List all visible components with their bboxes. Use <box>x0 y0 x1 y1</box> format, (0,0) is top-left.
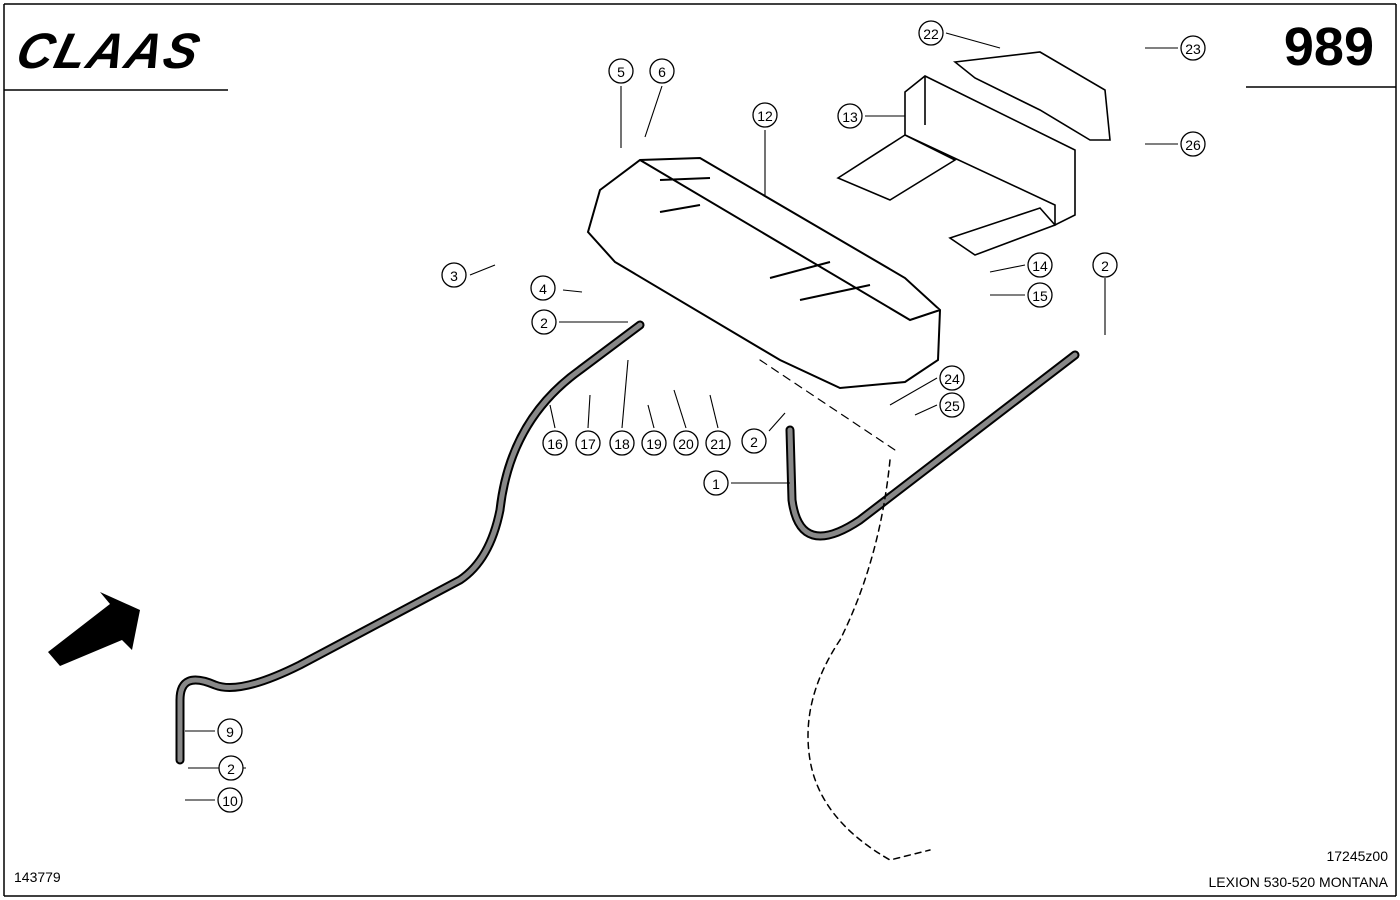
callout-label: 2 <box>750 434 758 450</box>
callout-circle <box>703 470 729 496</box>
callout-label: 4 <box>539 281 547 297</box>
callout-2: 2 <box>741 428 767 454</box>
callout-label: 18 <box>614 436 630 452</box>
callout-circle <box>530 275 556 301</box>
callout-2: 2 <box>218 755 244 781</box>
leader-lines <box>185 32 1178 801</box>
callout-label: 12 <box>757 108 773 124</box>
model-name: LEXION 530-520 MONTANA <box>1208 874 1388 890</box>
callout-17: 17 <box>575 430 601 456</box>
callout-label: 25 <box>944 398 960 414</box>
page-number: 989 <box>1283 17 1374 77</box>
callout-6: 6 <box>649 58 675 84</box>
callout-circle <box>939 365 965 391</box>
callout-label: 24 <box>944 371 960 387</box>
callout-14: 14 <box>1027 252 1053 278</box>
callout-label: 6 <box>658 64 666 80</box>
callout-label: 5 <box>617 64 625 80</box>
callout-21: 21 <box>705 430 731 456</box>
callout-circle <box>705 430 731 456</box>
callout-22: 22 <box>918 20 944 46</box>
callout-label: 17 <box>580 436 596 452</box>
frame-lines <box>3 3 1397 897</box>
callout-circle <box>741 428 767 454</box>
callout-25: 25 <box>939 392 965 418</box>
direction-arrow <box>48 592 140 666</box>
callout-label: 9 <box>226 724 234 740</box>
callout-circle <box>1027 252 1053 278</box>
callout-label: 2 <box>540 315 548 331</box>
callout-circle <box>609 430 635 456</box>
callout-10: 10 <box>217 787 243 813</box>
callout-circle <box>641 430 667 456</box>
callout-circle <box>217 718 243 744</box>
callout-circle <box>1180 35 1206 61</box>
mounting-bracket <box>836 75 1076 256</box>
callout-26: 26 <box>1180 131 1206 157</box>
callout-label: 21 <box>710 436 726 452</box>
callout-23: 23 <box>1180 35 1206 61</box>
document-id: 143779 <box>14 869 61 885</box>
callout-label: 2 <box>227 761 235 777</box>
callout-circle <box>441 262 467 288</box>
callout-circle <box>939 392 965 418</box>
callout-13: 13 <box>837 103 863 129</box>
callout-circle <box>918 20 944 46</box>
callout-circle <box>1180 131 1206 157</box>
callout-2: 2 <box>1092 252 1118 278</box>
callout-circle <box>218 755 244 781</box>
callout-circle <box>542 430 568 456</box>
callout-label: 20 <box>678 436 694 452</box>
callout-20: 20 <box>673 430 699 456</box>
callout-circle <box>649 58 675 84</box>
callout-circle <box>1092 252 1118 278</box>
mounting-plate <box>953 51 1111 141</box>
callout-19: 19 <box>641 430 667 456</box>
callout-circle <box>1027 282 1053 308</box>
callout-label: 22 <box>923 26 939 42</box>
callout-15: 15 <box>1027 282 1053 308</box>
callout-circle <box>575 430 601 456</box>
callout-circle <box>837 103 863 129</box>
callout-4: 4 <box>530 275 556 301</box>
tank <box>586 156 942 390</box>
callout-circle <box>531 309 557 335</box>
callout-label: 19 <box>646 436 662 452</box>
callout-1: 1 <box>703 470 729 496</box>
callout-label: 3 <box>450 268 458 284</box>
callout-3: 3 <box>441 262 467 288</box>
callout-circle <box>217 787 243 813</box>
callout-label: 14 <box>1032 258 1048 274</box>
callout-2: 2 <box>531 309 557 335</box>
callout-5: 5 <box>608 58 634 84</box>
callout-label: 15 <box>1032 288 1048 304</box>
callout-circle <box>673 430 699 456</box>
callout-label: 26 <box>1185 137 1201 153</box>
drawing-id: 17245z00 <box>1326 848 1388 864</box>
callout-circle <box>608 58 634 84</box>
callout-18: 18 <box>609 430 635 456</box>
callout-12: 12 <box>752 102 778 128</box>
callout-24: 24 <box>939 365 965 391</box>
callout-circle <box>752 102 778 128</box>
callout-label: 23 <box>1185 41 1201 57</box>
callout-9: 9 <box>217 718 243 744</box>
callout-label: 16 <box>547 436 563 452</box>
callout-label: 10 <box>222 793 238 809</box>
callout-16: 16 <box>542 430 568 456</box>
callout-label: 1 <box>712 476 720 492</box>
callout-label: 2 <box>1101 258 1109 274</box>
hoses <box>175 320 1080 861</box>
callout-label: 13 <box>842 109 858 125</box>
